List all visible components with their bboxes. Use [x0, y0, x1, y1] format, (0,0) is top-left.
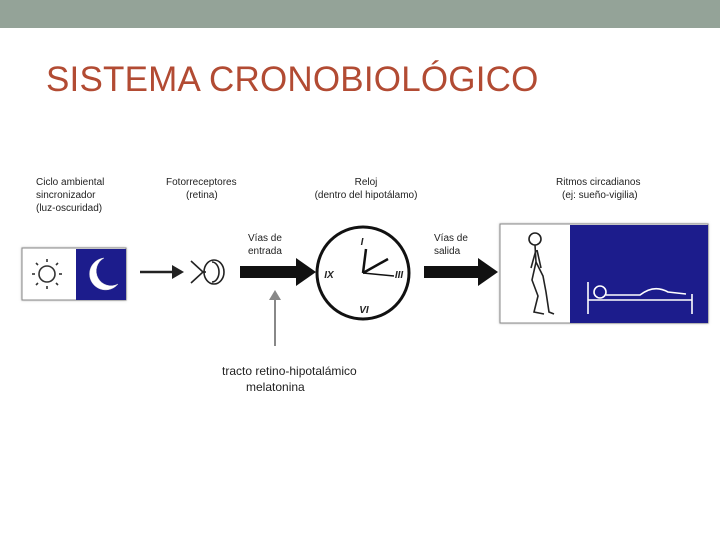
- output-arrow: [424, 258, 498, 286]
- input-pathways-label: Vías de entrada: [248, 232, 282, 258]
- clock-numeral-bottom: VI: [359, 305, 369, 316]
- clock-numeral-top: I: [361, 237, 364, 248]
- retinohypothalamic-tract-note: tracto retino-hipotalámico: [222, 364, 357, 378]
- eye-icon: [191, 260, 224, 284]
- photoreceptors-label: Fotorreceptores (retina): [166, 176, 237, 202]
- clock-icon: I III VI IX: [317, 227, 409, 319]
- top-bar: [0, 0, 720, 28]
- pathway-pointer-arrow: [269, 290, 281, 346]
- rhythms-label: Ritmos circadianos (ej: sueño-vigilia): [556, 176, 640, 202]
- clock-numeral-right: III: [395, 270, 404, 281]
- input-arrow: [240, 258, 316, 286]
- moon-icon: [90, 258, 118, 290]
- sleeping-person-icon: [588, 282, 692, 314]
- clock-numeral-left: IX: [324, 270, 335, 281]
- output-pathways-label: Vías de salida: [434, 232, 468, 258]
- page-title: SISTEMA CRONOBIOLÓGICO: [46, 60, 539, 100]
- arrow-light-to-eye: [140, 265, 184, 279]
- clock-label: Reloj (dentro del hipotálamo): [296, 176, 436, 202]
- standing-person-icon: [529, 233, 554, 314]
- melatonin-note: melatonina: [246, 380, 305, 394]
- circadian-rhythm-panel: [500, 224, 708, 323]
- sun-icon: [32, 259, 62, 289]
- light-dark-cycle-panel: [22, 248, 126, 300]
- environment-label: Ciclo ambiental sincronizador (luz-oscur…: [36, 176, 104, 215]
